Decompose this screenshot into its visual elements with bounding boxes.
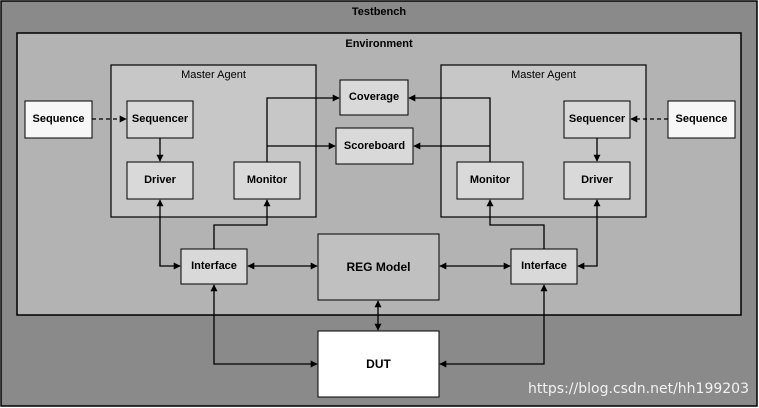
dut-box: [317, 330, 440, 398]
coverage-box: [339, 79, 409, 116]
right-interface-dut-link: [439, 284, 548, 368]
right-driver-interface-link: [577, 199, 601, 270]
right-monitor-coverage-arrow: [408, 94, 491, 162]
right-monitor-box: [456, 161, 524, 200]
left-sequencer-box: [126, 100, 194, 139]
left-driver-interface-link: [156, 199, 181, 270]
reg-model-box: [317, 233, 440, 301]
right-driver-box: [563, 161, 631, 200]
left-interface-monitor-arrow: [213, 199, 271, 249]
left-driver-box: [126, 161, 194, 200]
watermark: https://blog.csdn.net/hh199203: [528, 381, 749, 397]
right-sequencer-box: [563, 100, 631, 139]
left-sequence-box: [24, 100, 93, 139]
left-monitor-coverage-arrow: [266, 94, 340, 162]
scoreboard-box: [335, 127, 414, 165]
left-interface-box: [180, 248, 248, 285]
right-interface-monitor-arrow: [486, 199, 545, 249]
left-interface-dut-link: [210, 284, 318, 368]
right-interface-box: [510, 248, 578, 285]
right-sequence-box: [667, 100, 736, 139]
left-monitor-box: [233, 161, 301, 200]
